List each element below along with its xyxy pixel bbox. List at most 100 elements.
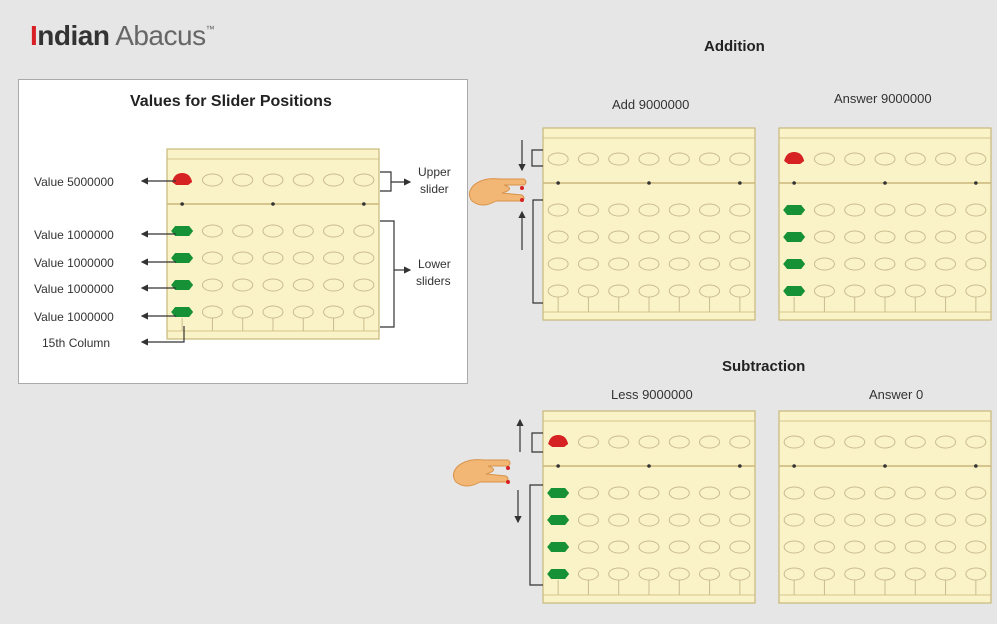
lower-bead [668, 540, 690, 554]
lower-bead [638, 230, 660, 244]
upper-bead [844, 152, 866, 166]
lower-bead [874, 540, 896, 554]
subtraction-right-caption: Answer 0 [869, 387, 924, 402]
lower-bead [232, 251, 254, 265]
lower-bead [699, 513, 721, 527]
unit-dot [362, 202, 366, 206]
lower-bead [813, 540, 835, 554]
upper-bead [813, 152, 835, 166]
fingertip-icon [506, 480, 510, 484]
lower-bead-active [783, 205, 806, 215]
lower-bead [935, 203, 957, 217]
upper-bead [844, 435, 866, 449]
lower-bead [699, 203, 721, 217]
lower-bead-active [547, 488, 570, 498]
lower-bead [699, 257, 721, 271]
lower-bead [844, 540, 866, 554]
lower-bead [699, 486, 721, 500]
lower-bead [965, 203, 987, 217]
lower-bead [353, 224, 375, 238]
lower-bead [844, 230, 866, 244]
lower-bead [965, 486, 987, 500]
lower-bead [201, 224, 223, 238]
lower-bead [729, 230, 751, 244]
lower-bead [935, 513, 957, 527]
unit-dot [271, 202, 275, 206]
lower-bead [904, 513, 926, 527]
value-label-lower: Value 1000000 [34, 228, 114, 242]
abacus-frame [542, 127, 756, 321]
lower-bead [874, 257, 896, 271]
lower-bead [904, 540, 926, 554]
abacus-legend [166, 148, 380, 340]
lower-bead [813, 230, 835, 244]
lower-bead [729, 486, 751, 500]
connector-lines [140, 140, 543, 586]
upper-bead [904, 152, 926, 166]
abacus-frame [542, 410, 756, 604]
lower-bead [904, 203, 926, 217]
lower-bead [935, 257, 957, 271]
lower-bead [292, 251, 314, 265]
unit-dot [974, 181, 978, 185]
lower-bead [904, 486, 926, 500]
lower-bead-active [547, 515, 570, 525]
lower-bead [729, 513, 751, 527]
lower-bead-active [547, 542, 570, 552]
unit-dot [792, 181, 796, 185]
unit-dot [556, 181, 560, 185]
lower-bead-active [171, 253, 194, 263]
lower-bead [729, 540, 751, 554]
lower-bead [668, 257, 690, 271]
lower-bead-active [171, 280, 194, 290]
abacus-sub-start [542, 410, 756, 604]
lower-bead [262, 278, 284, 292]
subtraction-left-caption: Less 9000000 [611, 387, 693, 402]
lower-bead [323, 278, 345, 292]
lower-bead [577, 230, 599, 244]
lower-sliders-label: sliders [416, 274, 451, 288]
abaci-group [166, 127, 992, 604]
lower-bead [813, 486, 835, 500]
upper-bead [668, 435, 690, 449]
fingertip-icon [506, 466, 510, 470]
lower-bead [668, 203, 690, 217]
lower-bead [904, 230, 926, 244]
upper-bead [292, 173, 314, 187]
value-label-lower: Value 1000000 [34, 256, 114, 270]
lower-bead [844, 203, 866, 217]
lower-bead [608, 203, 630, 217]
lower-bead [699, 230, 721, 244]
lower-bead [608, 257, 630, 271]
upper-bead [547, 152, 569, 166]
lower-bead [965, 513, 987, 527]
lower-bead-active [783, 232, 806, 242]
upper-bead [783, 435, 805, 449]
lower-bead [729, 257, 751, 271]
lower-bead [904, 257, 926, 271]
unit-dot [792, 464, 796, 468]
lower-bead [729, 203, 751, 217]
brand-word-indian: ndian [37, 20, 110, 51]
lower-sliders-label: Lower [418, 257, 451, 271]
lower-bead [783, 540, 805, 554]
upper-bead-active [172, 173, 193, 185]
lower-bead [874, 513, 896, 527]
upper-bead [232, 173, 254, 187]
lower-bead-active [783, 286, 806, 296]
lower-bead [353, 251, 375, 265]
lower-bead [813, 513, 835, 527]
lower-bead [262, 224, 284, 238]
unit-dot [883, 181, 887, 185]
hand-icon [452, 459, 511, 487]
lower-bead [965, 540, 987, 554]
upper-bead [699, 435, 721, 449]
upper-bead [874, 435, 896, 449]
lower-bead [262, 251, 284, 265]
lower-bead [608, 540, 630, 554]
upper-bead [935, 152, 957, 166]
abacus-add-start [542, 127, 756, 321]
lower-bead-active [547, 569, 570, 579]
lower-bead [813, 203, 835, 217]
upper-bead [577, 152, 599, 166]
